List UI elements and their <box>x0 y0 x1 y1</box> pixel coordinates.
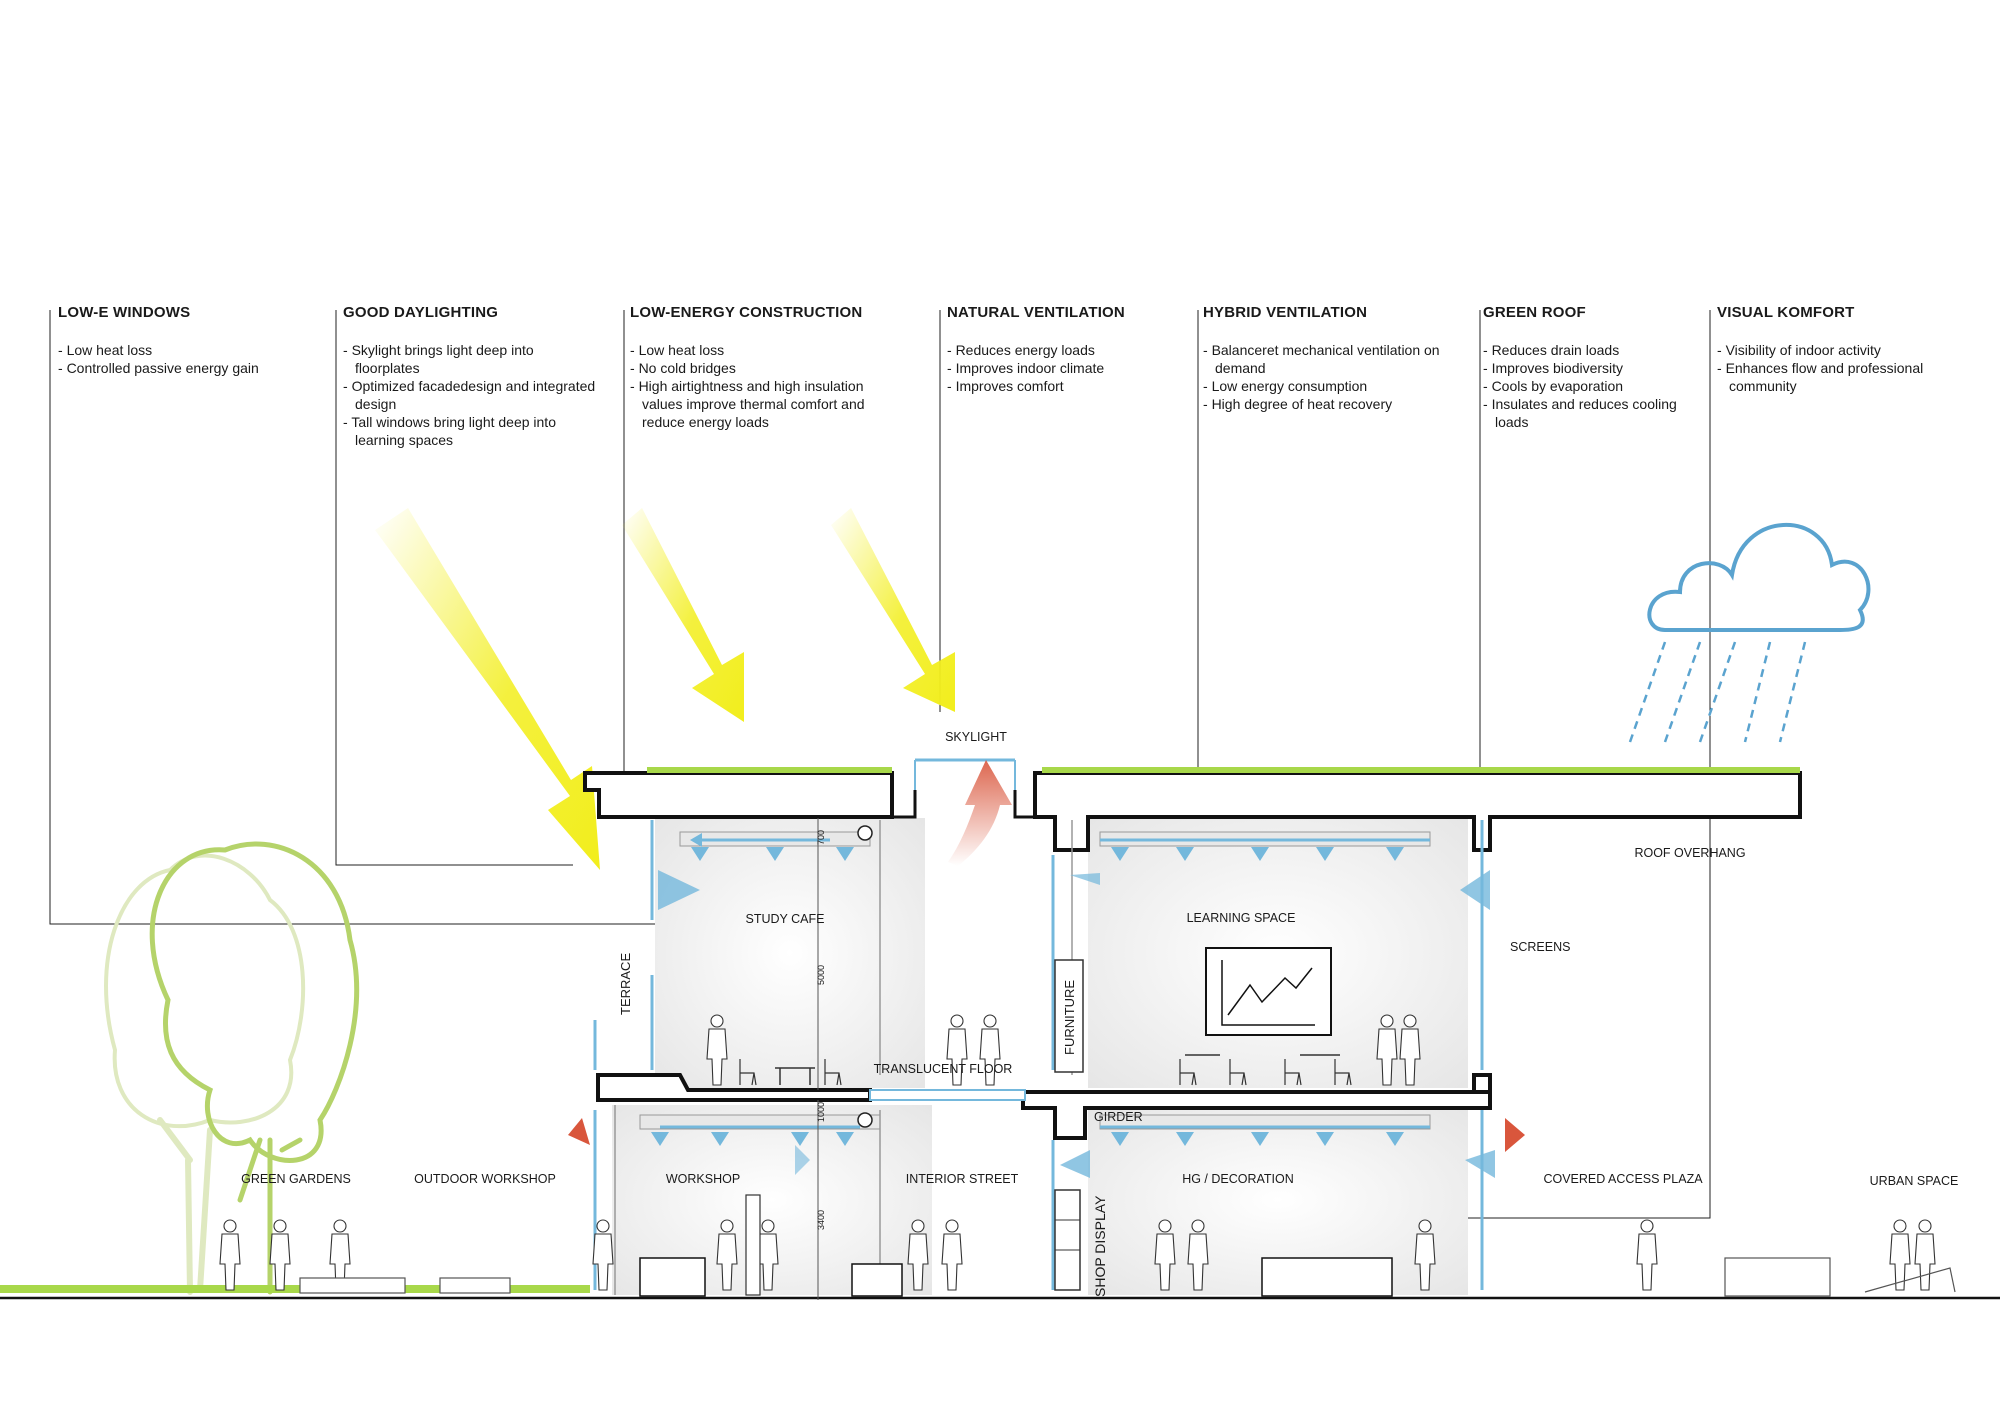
feature-title: LOW-E WINDOWS <box>58 304 191 321</box>
feature-title: HYBRID VENTILATION <box>1203 304 1368 321</box>
feature-item: Low heat loss <box>630 341 885 359</box>
label-urban-space: URBAN SPACE <box>1869 1174 1959 1188</box>
label-girder: GIRDER <box>1094 1110 1143 1124</box>
feature-item: Tall windows bring light deep into learn… <box>343 413 598 449</box>
feature-item: Enhances flow and professional community <box>1717 359 1957 395</box>
feature-item: Skylight brings light deep into floorpla… <box>343 341 598 377</box>
leader-lines <box>49 310 1711 1219</box>
feature-item: Balanceret mechanical ventilation on dem… <box>1203 341 1458 377</box>
label-skylight: SKYLIGHT <box>945 730 1007 744</box>
feature-good-daylighting: GOOD DAYLIGHTING Skylight brings light d… <box>343 304 598 449</box>
warm-air-arrows <box>568 760 1525 1152</box>
tree-illustration <box>104 841 360 1295</box>
feature-item: Improves indoor climate <box>947 359 1202 377</box>
feature-visual-komfort: VISUAL KOMFORT Visibility of indoor acti… <box>1717 304 1957 395</box>
label-covered-access-plaza: COVERED ACCESS PLAZA <box>1543 1172 1703 1186</box>
feature-item: Cools by evaporation <box>1483 377 1703 395</box>
feature-item: Low heat loss <box>58 341 313 359</box>
feature-item: Reduces energy loads <box>947 341 1202 359</box>
feature-title: LOW-ENERGY CONSTRUCTION <box>630 304 863 321</box>
feature-hybrid-ventilation: HYBRID VENTILATION Balanceret mechanical… <box>1203 304 1458 413</box>
label-roof-overhang: ROOF OVERHANG <box>1634 846 1746 860</box>
dimension-upper-ceiling: 700 <box>816 829 826 845</box>
feature-item: No cold bridges <box>630 359 885 377</box>
label-interior-street: INTERIOR STREET <box>905 1172 1019 1186</box>
label-green-gardens: GREEN GARDENS <box>241 1172 351 1186</box>
cool-air-arrows <box>651 833 1495 1178</box>
dimension-floor: 1000 <box>816 1101 826 1122</box>
label-hg-decoration: HG / DECORATION <box>1182 1172 1294 1186</box>
label-shop-display: SHOP DISPLAY <box>1092 1195 1108 1297</box>
feature-low-e-windows: LOW-E WINDOWS Low heat loss Controlled p… <box>58 304 313 377</box>
label-furniture: FURNITURE <box>1062 979 1077 1055</box>
feature-item: Optimized facadedesign and integrated de… <box>343 377 598 413</box>
feature-item: Low energy consumption <box>1203 377 1458 395</box>
dimension-lower-height: 3400 <box>816 1209 826 1230</box>
label-outdoor-workshop: OUTDOOR WORKSHOP <box>414 1172 556 1186</box>
chart-board-icon <box>1205 947 1332 1036</box>
rain-cloud-icon <box>1628 522 1871 743</box>
feature-item: High airtightness and high insulation va… <box>630 377 885 431</box>
label-screens: SCREENS <box>1510 940 1571 954</box>
label-workshop: WORKSHOP <box>665 1172 741 1186</box>
feature-green-roof: GREEN ROOF Reduces drain loads Improves … <box>1483 304 1703 431</box>
sunlight-arrows <box>375 508 955 870</box>
feature-item: Visibility of indoor activity <box>1717 341 1957 359</box>
ground <box>0 1285 2000 1300</box>
label-learning-space: LEARNING SPACE <box>1186 911 1296 925</box>
label-terrace: TERRACE <box>618 952 633 1015</box>
feature-title: VISUAL KOMFORT <box>1717 304 1855 321</box>
feature-item: Improves biodiversity <box>1483 359 1703 377</box>
green-roof <box>647 767 1800 773</box>
feature-title: NATURAL VENTILATION <box>947 304 1125 321</box>
feature-item: Improves comfort <box>947 377 1202 395</box>
feature-title: GOOD DAYLIGHTING <box>343 304 499 321</box>
people-and-furniture <box>219 1014 1956 1297</box>
room-interiors <box>612 818 1468 1295</box>
label-translucent-floor: TRANSLUCENT FLOOR <box>873 1062 1013 1076</box>
dimension-upper-height: 5000 <box>816 964 826 985</box>
feature-low-energy-construction: LOW-ENERGY CONSTRUCTION Low heat loss No… <box>630 304 885 431</box>
feature-item: Insulates and reduces cooling loads <box>1483 395 1703 431</box>
feature-item: High degree of heat recovery <box>1203 395 1458 413</box>
building-structure <box>583 771 1802 1140</box>
translucent-floor <box>869 1089 1026 1101</box>
label-study-cafe: STUDY CAFE <box>745 912 825 926</box>
feature-natural-ventilation: NATURAL VENTILATION Reduces energy loads… <box>947 304 1202 395</box>
feature-item: Controlled passive energy gain <box>58 359 313 377</box>
feature-item: Reduces drain loads <box>1483 341 1703 359</box>
furniture-cabinet <box>1054 959 1084 1291</box>
feature-title: GREEN ROOF <box>1483 304 1586 321</box>
skylight-glass <box>914 758 1016 790</box>
